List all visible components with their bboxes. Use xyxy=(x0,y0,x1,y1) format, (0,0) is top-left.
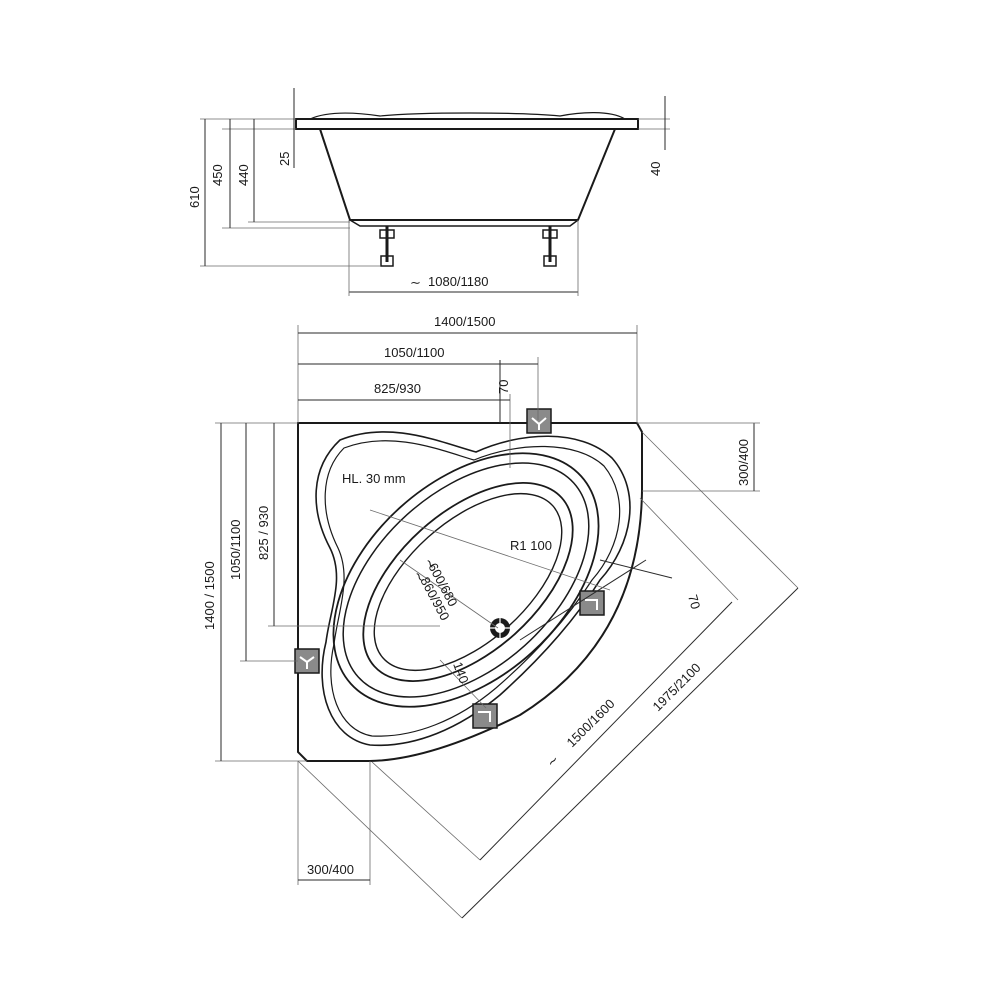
dim-1400-1500-left: 1400 / 1500 xyxy=(202,561,217,630)
drain-icon xyxy=(486,614,514,642)
dim-40: 40 xyxy=(648,162,663,176)
fixture-left-icon xyxy=(294,648,320,674)
label-hl: HL. 30 mm xyxy=(342,471,406,486)
fixture-top-icon xyxy=(526,408,552,434)
side-leg-right xyxy=(542,226,558,267)
bath-basin-mid xyxy=(342,462,590,698)
side-rim-top xyxy=(309,112,626,120)
fixture-right-icon xyxy=(579,590,605,616)
dim-25: 25 xyxy=(277,152,292,166)
tilde-side: ∼ xyxy=(410,275,421,290)
label-r1100: R1 100 xyxy=(510,538,552,553)
dim-825-930-left: 825 / 930 xyxy=(256,506,271,560)
dim-610: 610 xyxy=(187,186,202,208)
side-tub-body xyxy=(319,128,616,221)
fixture-bottom-icon xyxy=(472,703,498,729)
outer-shell xyxy=(315,431,631,747)
top-outline xyxy=(297,422,643,762)
side-tub-base xyxy=(349,219,579,227)
bath-basin-outer xyxy=(332,452,600,708)
dim-1050-1100-top: 1050/1100 xyxy=(384,345,445,360)
side-leg-left xyxy=(379,226,395,267)
side-rim xyxy=(295,118,639,130)
dim-70-diag: 70 xyxy=(685,593,703,611)
dim-140: 140 xyxy=(450,660,472,686)
dim-70-top: 70 xyxy=(496,380,511,394)
dim-450: 450 xyxy=(210,164,225,186)
dim-1080-1180: 1080/1180 xyxy=(428,274,489,289)
dim-300-400-bottom: 300/400 xyxy=(307,862,354,877)
bath-basin-inner xyxy=(362,482,574,682)
top-view: 1400/1500 1050/1100 825/930 70 1400 / 15… xyxy=(202,314,799,919)
side-view: 610 450 440 25 40 ∼ 1080/1180 xyxy=(187,88,670,296)
tilde-front: ∼ xyxy=(544,752,562,770)
dim-1400-1500-top: 1400/1500 xyxy=(434,314,495,329)
dim-1975-2100: 1975/2100 xyxy=(650,660,704,714)
dim-1050-1100-left: 1050/1100 xyxy=(228,520,243,581)
dim-440: 440 xyxy=(236,164,251,186)
dim-825-930-top: 825/930 xyxy=(374,381,421,396)
dim-300-400-right: 300/400 xyxy=(736,439,751,486)
dim-1500-1600: 1500/1600 xyxy=(564,696,618,750)
